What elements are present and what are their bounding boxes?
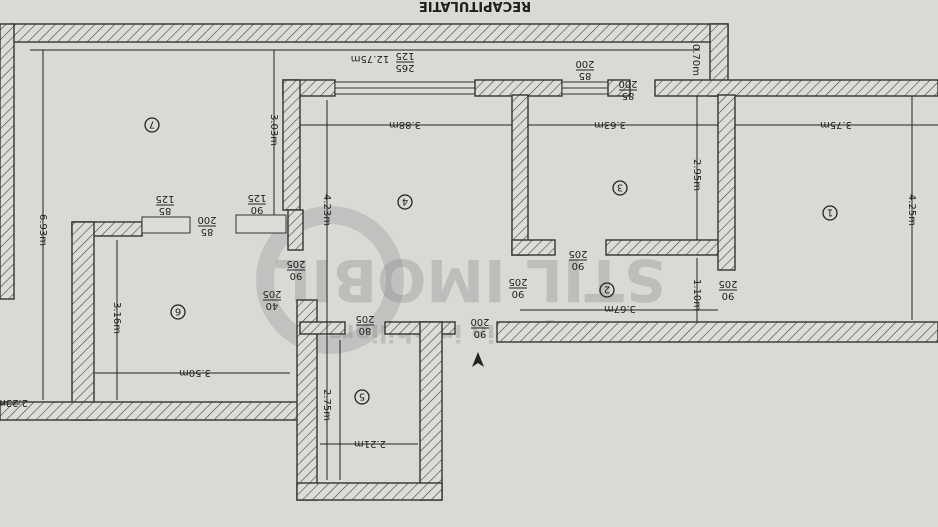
svg-text:6: 6 [175,306,181,317]
svg-text:205: 205 [718,278,737,289]
svg-text:85: 85 [159,205,172,216]
dim-room4-width: 3.88m [389,119,421,130]
dim-left-total: 6.93m [37,214,48,246]
svg-text:90: 90 [512,288,525,299]
svg-text:2: 2 [604,284,610,295]
svg-text:85: 85 [622,90,635,101]
room-marker-6: 6 [170,304,186,320]
svg-text:90: 90 [722,290,735,301]
dim-bottom-left: 2.23m [0,397,28,408]
room-marker-4: 4 [397,194,413,210]
dim-room6-width: 3.50m [179,367,211,378]
svg-text:7: 7 [149,119,155,130]
svg-text:205: 205 [286,258,305,269]
dim-room7-height: 3.03m [268,114,279,146]
svg-text:265: 265 [395,62,414,73]
svg-text:90: 90 [474,328,487,339]
svg-text:205: 205 [355,313,374,324]
room-marker-1: 1 [822,205,838,221]
dim-room4-height: 4.23m [321,194,332,226]
dim-room3-width: 3.63m [594,119,626,130]
room-markers: 1 2 3 4 5 6 7 [144,117,838,405]
svg-text:1: 1 [827,207,833,218]
svg-text:200: 200 [197,214,216,225]
svg-text:90: 90 [572,260,585,271]
dim-room1-height: 4.25m [906,194,917,226]
svg-text:90: 90 [290,270,303,281]
svg-text:5: 5 [359,391,365,402]
dimension-lines [0,49,938,480]
plan-title: RECAPITULATIE [419,0,531,13]
dim-room6-height: 3.16m [111,302,122,334]
svg-text:4: 4 [402,196,408,207]
room-marker-3: 3 [612,180,628,196]
dim-hall-width: 3.67m [604,303,636,314]
svg-text:80: 80 [359,325,372,336]
svg-text:125: 125 [247,192,266,203]
walls [0,23,938,501]
svg-text:200: 200 [575,58,594,69]
dim-room5-width: 2.21m [354,438,386,449]
svg-text:205: 205 [262,288,281,299]
dim-top-total: 12.75m [351,53,389,64]
room-marker-7: 7 [144,117,160,133]
dim-room5-height: 2.75m [321,389,332,421]
room-marker-2: 2 [599,282,615,298]
svg-text:205: 205 [568,248,587,259]
svg-text:90: 90 [251,204,264,215]
watermark-brand: STIL IMOBIL [274,246,665,314]
room-marker-5: 5 [354,389,370,405]
dim-hall-height: 1.10m [691,279,702,311]
svg-text:85: 85 [201,226,214,237]
svg-text:40: 40 [266,300,279,311]
dimension-labels: 12.75m 0.70m 3.88m 3.63m 3.75m 3.03m 4.2… [0,44,917,449]
svg-text:125: 125 [155,193,174,204]
svg-text:200: 200 [618,78,637,89]
svg-text:85: 85 [579,70,592,81]
dim-top-right: 0.70m [690,44,701,76]
section-marker [472,352,484,367]
dim-room3-height: 2.95m [691,159,702,191]
dim-room1-width: 3.75m [820,119,852,130]
svg-text:200: 200 [470,316,489,327]
svg-text:125: 125 [395,50,414,61]
svg-text:3: 3 [617,182,623,193]
svg-text:205: 205 [508,276,527,287]
